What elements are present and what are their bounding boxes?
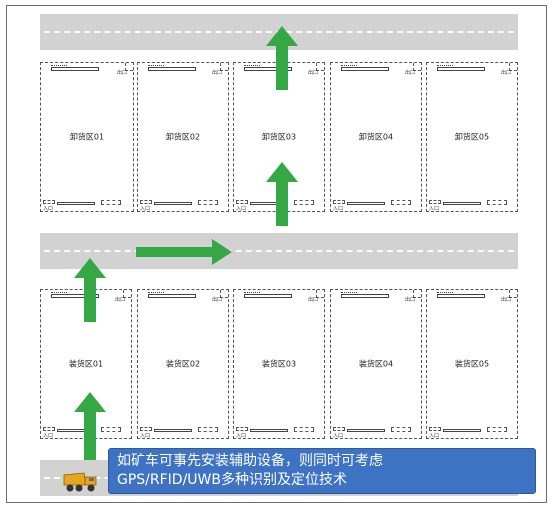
unload-zone-05: 出口 卸货区05 入口 bbox=[426, 62, 518, 212]
entry-label: 入口 bbox=[140, 206, 151, 212]
load-zone-03: 出口 装货区03 入口 bbox=[233, 289, 325, 439]
entry-label: 入口 bbox=[333, 206, 344, 212]
callout-line-1: 如矿车可事先安装辅助设备，则同时可考虑 bbox=[117, 453, 383, 469]
entry-label: 入口 bbox=[429, 433, 440, 439]
unload-zone-label: 卸货区03 bbox=[261, 132, 297, 142]
arrow-up-from-load-01 bbox=[74, 258, 106, 322]
entry-label: 入口 bbox=[333, 433, 344, 439]
callout-line-2: GPS/RFID/UWB多种识别及定位技术 bbox=[117, 472, 347, 488]
unload-zone-04: 出口 卸货区04 入口 bbox=[330, 62, 422, 212]
load-zone-label: 装货区01 bbox=[68, 359, 104, 369]
arrow-up-to-top-road bbox=[266, 26, 298, 90]
exit-label: 出口 bbox=[307, 70, 318, 76]
unload-zone-label: 卸货区01 bbox=[69, 132, 105, 142]
callout-box: 如矿车可事先安装辅助设备，则同时可考虑 GPS/RFID/UWB多种识别及定位技… bbox=[108, 448, 536, 494]
arrow-up-from-unload-03 bbox=[266, 162, 298, 226]
entry-label: 入口 bbox=[429, 206, 440, 212]
exit-label: 出口 bbox=[116, 70, 127, 76]
unload-zone-label: 卸货区05 bbox=[454, 132, 490, 142]
arrow-right-middle-road bbox=[136, 239, 232, 265]
entry-label: 入口 bbox=[236, 206, 247, 212]
exit-label: 出口 bbox=[211, 297, 222, 303]
unload-zone-02: 出口 卸货区02 入口 bbox=[137, 62, 229, 212]
load-zone-04: 出口 装货区04 入口 bbox=[330, 289, 422, 439]
unload-zone-label: 卸货区04 bbox=[358, 132, 394, 142]
load-zone-label: 装货区03 bbox=[261, 359, 297, 369]
load-zone-label: 装货区04 bbox=[358, 359, 394, 369]
exit-label: 出口 bbox=[500, 70, 511, 76]
entry-label: 入口 bbox=[43, 433, 54, 439]
load-zone-label: 装货区05 bbox=[454, 359, 490, 369]
exit-label: 出口 bbox=[404, 70, 415, 76]
load-zone-02: 出口 装货区02 入口 bbox=[137, 289, 229, 439]
exit-label: 出口 bbox=[500, 297, 511, 303]
exit-label: 出口 bbox=[114, 297, 125, 303]
arrow-up-into-load-01 bbox=[74, 392, 106, 460]
exit-label: 出口 bbox=[404, 297, 415, 303]
exit-label: 出口 bbox=[211, 70, 222, 76]
diagram-frame bbox=[6, 5, 547, 503]
entry-label: 入口 bbox=[43, 206, 54, 212]
unload-zone-label: 卸货区02 bbox=[165, 132, 201, 142]
entry-label: 入口 bbox=[236, 433, 247, 439]
exit-label: 出口 bbox=[307, 297, 318, 303]
load-zone-05: 出口 装货区05 入口 bbox=[426, 289, 518, 439]
load-zone-label: 装货区02 bbox=[165, 359, 201, 369]
road-middle bbox=[40, 233, 518, 269]
unload-zone-01: 出口 卸货区01 入口 bbox=[40, 62, 134, 212]
entry-label: 入口 bbox=[140, 433, 151, 439]
mining-truck-icon bbox=[63, 472, 97, 492]
